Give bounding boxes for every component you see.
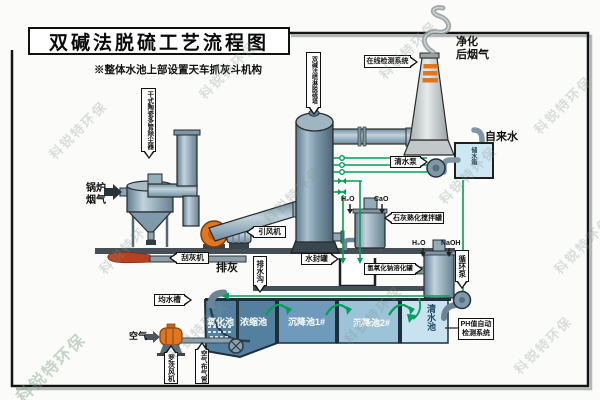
drain-channel [253, 286, 433, 291]
air-diffuser-grid [208, 326, 231, 338]
callout-ph-system: PH值自动 检测系统 [458, 318, 494, 340]
callout-scraper: 刮灰机 [169, 252, 209, 264]
cyclone-dust-collector [104, 180, 174, 247]
clean-gas-line2: 后烟气 [456, 48, 489, 61]
clean-water-pump [426, 158, 446, 178]
callout-roots-blower: 罗茨风机 [164, 345, 178, 384]
clean-gas-line1: 净化 [456, 36, 478, 48]
clean-gas-label: 净化 后烟气 [456, 36, 489, 61]
pool-inlet-elbow [207, 289, 228, 309]
boiler-gas-label: 锅炉 烟气 [86, 183, 106, 206]
callout-naoh-tank: 氢氧化钠溶化罐 [364, 263, 423, 275]
callout-spray-tower: 双碱法喷淋脱硫塔 [306, 52, 321, 115]
callout-clean-water-pump: 清水泵 [390, 156, 428, 168]
flue-gas-arrow [104, 184, 122, 200]
smoke [421, 5, 452, 55]
callout-lime-tank: 石灰熟化搅拌罐 [384, 212, 444, 224]
pool-label-concentration: 浓缩池 [240, 317, 268, 327]
lime-slaking-tank [342, 197, 388, 251]
tap-water-label: 自来水 [485, 131, 518, 143]
cao-label: CaO [374, 196, 389, 203]
green-pipe-network [221, 154, 464, 323]
callout-circulation-pump: 循环泵 [455, 250, 469, 289]
naoh-dissolving-tank [414, 239, 457, 299]
storage-tank-label: 储水箱 [469, 147, 476, 165]
ph-system-line2: 检测系统 [462, 330, 490, 337]
h2o-label-naoh: H₂O [412, 240, 426, 247]
storage-water-tank [441, 127, 494, 179]
naoh-label: NaOH [441, 240, 461, 247]
pool-label-settling1: 沉降池1# [288, 317, 326, 327]
frame-border [10, 31, 593, 391]
air-arrow [145, 331, 160, 343]
boiler-gas-line1: 锅炉 [86, 183, 106, 194]
pool-divider [236, 300, 239, 340]
ash-discharge-label: 排灰 [216, 262, 238, 274]
air-label: 空气 [129, 331, 148, 341]
page-title: 双碱法脱硫工艺流程图 [28, 27, 290, 55]
boiler-gas-line2: 烟气 [86, 194, 106, 206]
pool-label-clear-water: 清水池 [426, 304, 436, 331]
note-text: ※整体水池上部设置天车抓灰斗机构 [94, 64, 262, 76]
callout-online-detection: 在线检测系统 [364, 55, 418, 68]
h2o-label-lime: H₂O [341, 196, 355, 203]
gas-ducts [147, 129, 201, 227]
main-floor [95, 248, 455, 254]
callout-drain-ditch: 排水沟 [253, 256, 267, 293]
ph-system-line1: PH值自动 [460, 320, 492, 328]
circulation-pump [441, 290, 472, 321]
callout-water-seal-tank: 水封罐 [301, 253, 339, 265]
callout-id-fan: 引风机 [246, 226, 286, 238]
callout-air-distribution-pipe: 空气布气管 [195, 342, 209, 384]
pool-label-oxidation: 氧化池 [207, 317, 235, 327]
chimney [403, 52, 455, 156]
pool-label-settling2: 沉降池2# [353, 318, 391, 328]
callout-dust-collector: 干式陶瓷多管除尘器 [141, 88, 156, 159]
desulfurization-tower [290, 109, 345, 254]
callout-equalization-tank: 均水槽 [154, 294, 192, 306]
